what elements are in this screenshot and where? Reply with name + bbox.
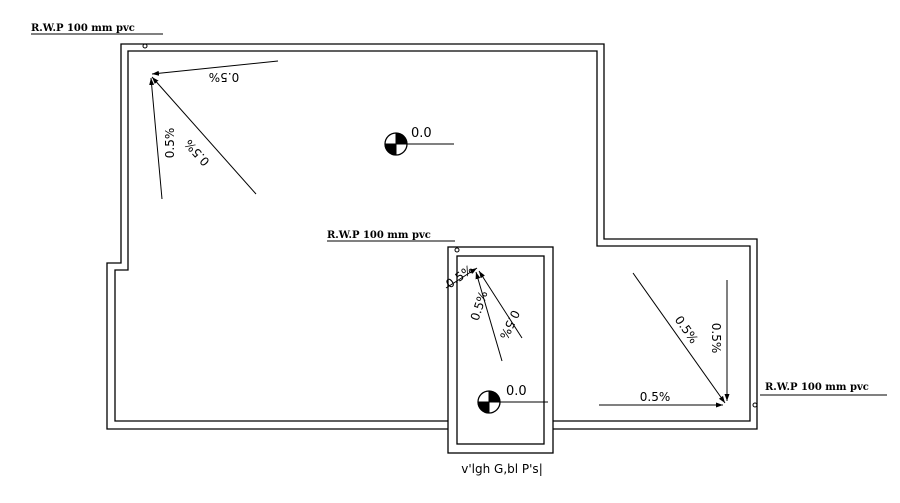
level-label-main: 0.0	[411, 126, 432, 141]
slope-arrow-tl-horizontal	[151, 60, 279, 76]
slope-label-tl-diagonal: 0.5%	[182, 137, 213, 169]
outer-wall-outline	[106, 43, 758, 430]
slope-arrow-tl-diagonal	[151, 76, 257, 195]
slope-arrow-core-long	[475, 271, 503, 362]
level-marker-core	[477, 390, 548, 414]
slope-label-right-horizontal: 0.5%	[640, 390, 671, 404]
slope-arrow-core-diagonal	[478, 270, 523, 339]
rwp-pipe-marker-right	[752, 402, 758, 408]
rwp-pipe-marker-core	[454, 247, 460, 253]
slope-arrow-right-diagonal	[632, 272, 726, 404]
rwp-label-right: R.W.P 100 mm pvc	[765, 382, 869, 393]
core-inner-rect	[456, 255, 545, 445]
level-marker-main	[384, 132, 454, 156]
slope-arrow-core-short	[445, 267, 478, 289]
slope-label-right-vertical: 0.5%	[709, 323, 723, 354]
rwp-label-core: R.W.P 100 mm pvc	[327, 230, 431, 241]
rwp-label-top-left: R.W.P 100 mm pvc	[31, 23, 135, 34]
level-label-core: 0.0	[506, 384, 527, 399]
slope-arrow-tl-vertical	[149, 77, 163, 200]
inner-wall-outline	[114, 50, 751, 422]
slope-label-tl-vertical: 0.5%	[163, 128, 177, 159]
slope-label-tl-top: 0.5%	[209, 70, 240, 84]
slope-label-right-diagonal: 0.5%	[672, 313, 701, 346]
rwp-pipe-marker-top-left	[142, 43, 148, 49]
plan-caption: v'lgh G,bl P's|	[461, 462, 542, 476]
